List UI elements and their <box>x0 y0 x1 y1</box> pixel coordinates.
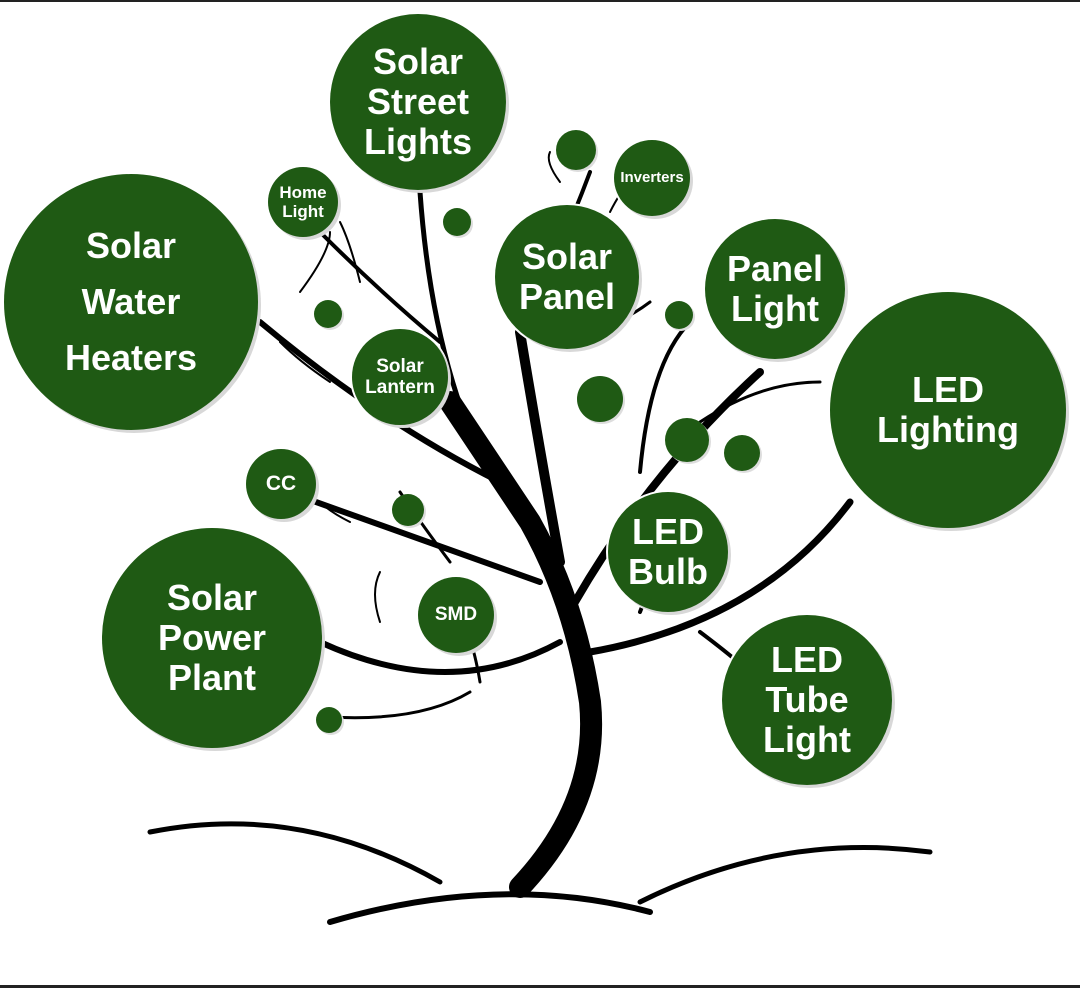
twig <box>299 231 331 293</box>
node-solar-water-heaters: Solar Water Heaters <box>4 174 258 430</box>
node-panel-light: Panel Light <box>705 219 845 359</box>
branch <box>515 327 565 567</box>
branch <box>417 189 473 435</box>
node-inverters: Inverters <box>614 140 690 216</box>
node-home-light: Home Light <box>268 167 338 237</box>
branch <box>318 230 442 344</box>
decorative-dot <box>577 376 623 422</box>
node-led-bulb: LED Bulb <box>608 492 728 612</box>
branch <box>571 368 764 606</box>
branch <box>586 498 854 656</box>
node-smd: SMD <box>418 577 494 653</box>
ground-line-left <box>147 821 443 885</box>
branch <box>638 320 692 474</box>
twig <box>374 571 381 623</box>
node-solar-lantern: Solar Lantern <box>352 329 448 425</box>
decorative-dot <box>724 435 760 471</box>
ground-line-mid <box>327 891 653 925</box>
twig <box>279 341 331 383</box>
node-led-lighting: LED Lighting <box>830 292 1066 528</box>
twig <box>339 221 361 283</box>
decorative-dot <box>443 208 471 236</box>
decorative-dot <box>665 301 693 329</box>
decorative-dot <box>556 130 596 170</box>
node-solar-street-lights: Solar Street Lights <box>330 14 506 190</box>
decorative-dot <box>665 418 709 462</box>
node-solar-panel: Solar Panel <box>495 205 639 349</box>
node-cc: CC <box>246 449 316 519</box>
decorative-dot <box>314 300 342 328</box>
branch <box>317 639 563 675</box>
node-solar-power-plant: Solar Power Plant <box>102 528 322 748</box>
trunk <box>439 391 603 898</box>
twig <box>547 151 561 183</box>
ground-line-right <box>637 845 933 905</box>
decorative-dot <box>316 707 342 733</box>
branch <box>328 690 472 720</box>
branch <box>698 380 822 424</box>
decorative-dot <box>392 494 424 526</box>
twig <box>319 501 351 523</box>
node-led-tube-light: LED Tube Light <box>722 615 892 785</box>
